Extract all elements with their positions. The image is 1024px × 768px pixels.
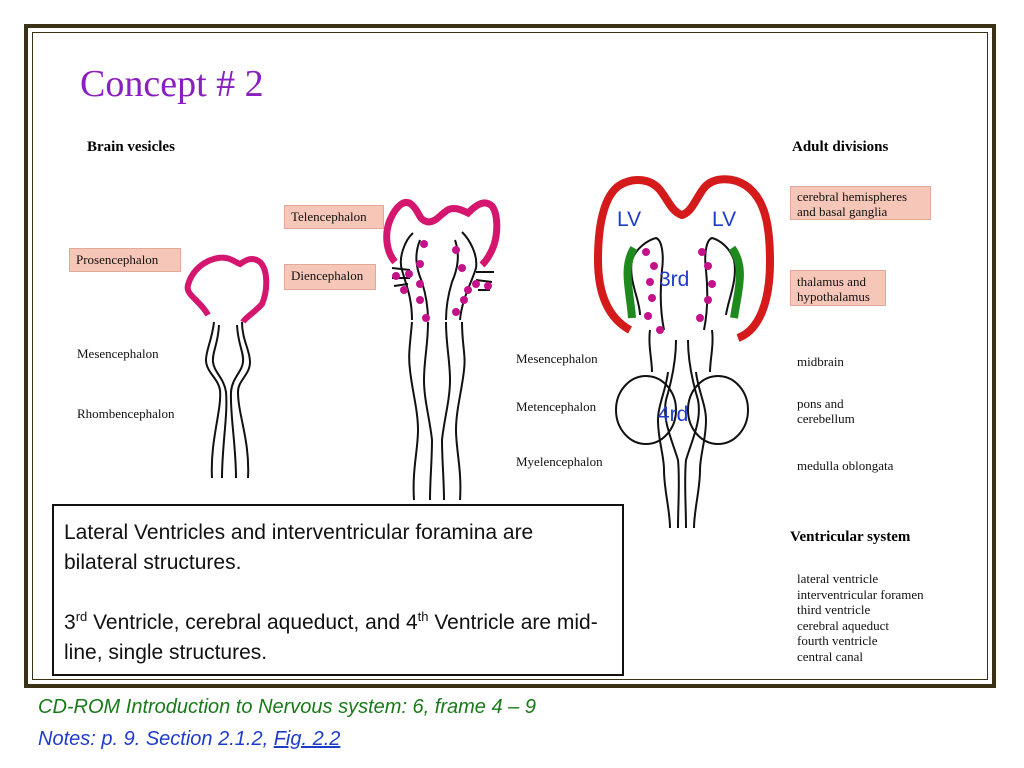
footer-cdrom-reference: CD-ROM Introduction to Nervous system: 6… xyxy=(38,696,536,718)
list-item: third ventricle xyxy=(797,602,871,618)
adult-brain xyxy=(593,175,775,529)
list-item: interventricular foramen xyxy=(797,586,924,602)
label-prosencephalon: Prosencephalon xyxy=(69,248,181,272)
slide-title: Concept # 2 xyxy=(80,63,264,105)
header-adult-divisions: Adult divisions xyxy=(792,139,889,155)
ventricle-label-fourth: 4rd xyxy=(658,403,688,426)
label-telencephalon: Telencephalon xyxy=(284,205,384,229)
hemisphere-wall xyxy=(593,175,775,342)
note-line-2: 3rd Ventricle, cerebral aqueduct, and 4t… xyxy=(64,609,598,664)
label-diencephalon: Diencephalon xyxy=(284,264,376,290)
slide-frame-inner xyxy=(32,32,988,680)
adult-ventricle-dots xyxy=(642,248,716,334)
division-medulla: medulla oblongata xyxy=(797,458,894,473)
list-item: lateral ventricle xyxy=(797,571,879,586)
label-mesencephalon-stage3: Mesencephalon xyxy=(516,351,598,366)
ventricle-label-third: 3rd xyxy=(659,268,689,291)
division-pons: pons and cerebellum xyxy=(797,396,855,426)
label-myelencephalon: Myelencephalon xyxy=(516,454,603,469)
five-vesicle-foramina-dots xyxy=(392,240,492,322)
fig-link[interactable]: Fig. 2.2 xyxy=(273,728,341,750)
ventricle-label-lv-left: LV xyxy=(617,208,641,231)
label-mesencephalon-stage1: Mesencephalon xyxy=(77,346,159,361)
ventricular-system-list: lateral ventricle interventricular foram… xyxy=(797,571,924,665)
prosencephalon-wall xyxy=(184,254,270,324)
note-box: Lateral Ventricles and interventricular … xyxy=(52,504,624,676)
cerebellum-right xyxy=(687,375,749,445)
note-line-1: Lateral Ventricles and interventricular … xyxy=(64,521,534,574)
footer-notes-reference: Notes: p. 9. Section 2.1.2, Fig. 2.2 xyxy=(38,728,341,750)
thalamus-wall-left xyxy=(623,245,638,319)
division-cerebral-hemispheres: cerebral hemispheres and basal ganglia xyxy=(790,186,931,220)
division-midbrain: midbrain xyxy=(797,354,844,369)
five-vesicle-brain xyxy=(383,198,501,501)
label-metencephalon: Metencephalon xyxy=(516,399,597,414)
header-brain-vesicles: Brain vesicles xyxy=(87,139,175,155)
label-rhombencephalon: Rhombencephalon xyxy=(77,406,175,421)
list-item: central canal xyxy=(797,648,864,664)
list-item: cerebral aqueduct xyxy=(797,617,890,633)
three-vesicle-brain xyxy=(184,254,270,479)
list-item: fourth ventricle xyxy=(797,633,878,649)
thalamus-wall-right xyxy=(728,245,744,319)
header-ventricular-system: Ventricular system xyxy=(790,529,911,545)
ventricle-label-lv-right: LV xyxy=(712,208,736,231)
slide-frame-outer xyxy=(24,24,996,688)
cerebellum-left xyxy=(615,375,677,445)
telencephalon-wall xyxy=(383,198,501,268)
division-thalamus: thalamus and hypothalamus xyxy=(790,270,886,306)
